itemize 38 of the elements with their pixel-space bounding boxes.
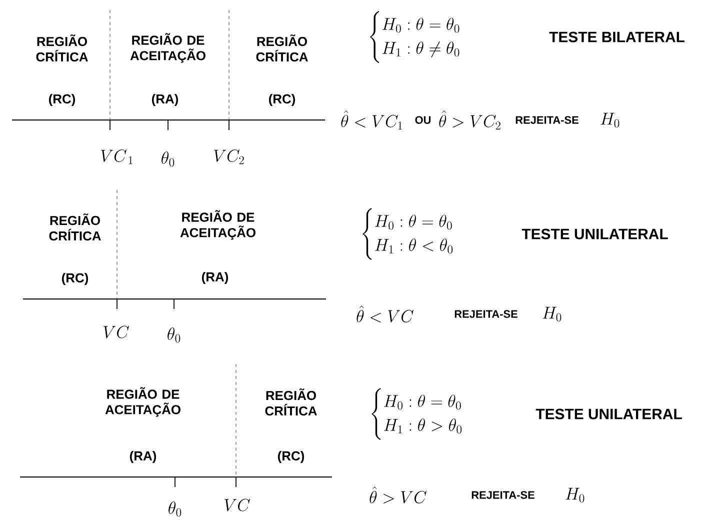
rule-text: REJEITA-SE <box>516 116 578 124</box>
formula: $\hat{\theta} > VC$ <box>370 486 426 504</box>
region-label: REGIÃO DE ACEITAÇÃO <box>130 33 206 63</box>
test-title: TESTE UNILATERAL <box>522 228 668 240</box>
formula: $\theta_0$ <box>168 502 182 516</box>
region-label: REGIÃO DE ACEITAÇÃO <box>105 387 180 417</box>
region-label: REGIÃO CRÍTICA <box>49 213 101 241</box>
formula: $VC_2$ <box>214 149 244 164</box>
region-label: REGIÃO CRÍTICA <box>36 34 88 62</box>
rule-text: OU <box>415 116 431 124</box>
region-label: (RC) <box>62 272 88 286</box>
formula: $H_0$ <box>600 112 620 128</box>
region-label: REGIÃO CRÍTICA <box>265 388 317 416</box>
formula: $VC$ <box>104 326 129 338</box>
rule-text: REJEITA-SE <box>454 310 518 318</box>
formula: $VC$ <box>224 498 250 512</box>
formula: $H_0$ <box>542 306 562 322</box>
region-label: REGIÃO CRÍTICA <box>256 34 308 62</box>
formula: $\theta_0$ <box>162 152 174 167</box>
region-label: REGIÃO DE ACEITAÇÃO <box>180 210 256 240</box>
formula: $VC_{\,1}$ <box>100 149 133 164</box>
rule-text: REJEITA-SE <box>472 491 534 499</box>
formula: $H_0$ <box>566 488 584 502</box>
formula: $\hat{\theta} < VC_1$ <box>341 110 402 130</box>
hypothesis-system: $\begin{cases} H_0:\theta=\theta_0 \\ H_1:\theta > \theta_0 \end{cases}$ <box>372 388 462 440</box>
formula: $\theta_0$ <box>168 328 180 342</box>
hypothesis-system: $\begin{cases} H_0:\theta=\theta_0 \\ H_1:\theta < \theta_0 \end{cases}$ <box>362 208 453 260</box>
formula: $\hat{\theta} < VC$ <box>356 306 414 322</box>
region-label: (RC) <box>278 450 304 464</box>
region-label: (RC) <box>268 94 296 106</box>
region-label: (RA) <box>130 450 156 464</box>
hypothesis-system: $\begin{cases} H_0:\theta=\theta_0 \\ H_1:\theta\neq\theta_0 \end{cases}$ <box>370 11 460 63</box>
test-title: TESTE UNILATERAL <box>536 408 682 420</box>
region-label: (RA) <box>202 272 228 284</box>
region-label: (RC) <box>48 94 76 106</box>
formula: $\hat{\theta} > VC_2$ <box>439 110 500 130</box>
test-title: TESTE BILATERAL <box>549 32 684 42</box>
region-label: (RA) <box>152 94 178 106</box>
